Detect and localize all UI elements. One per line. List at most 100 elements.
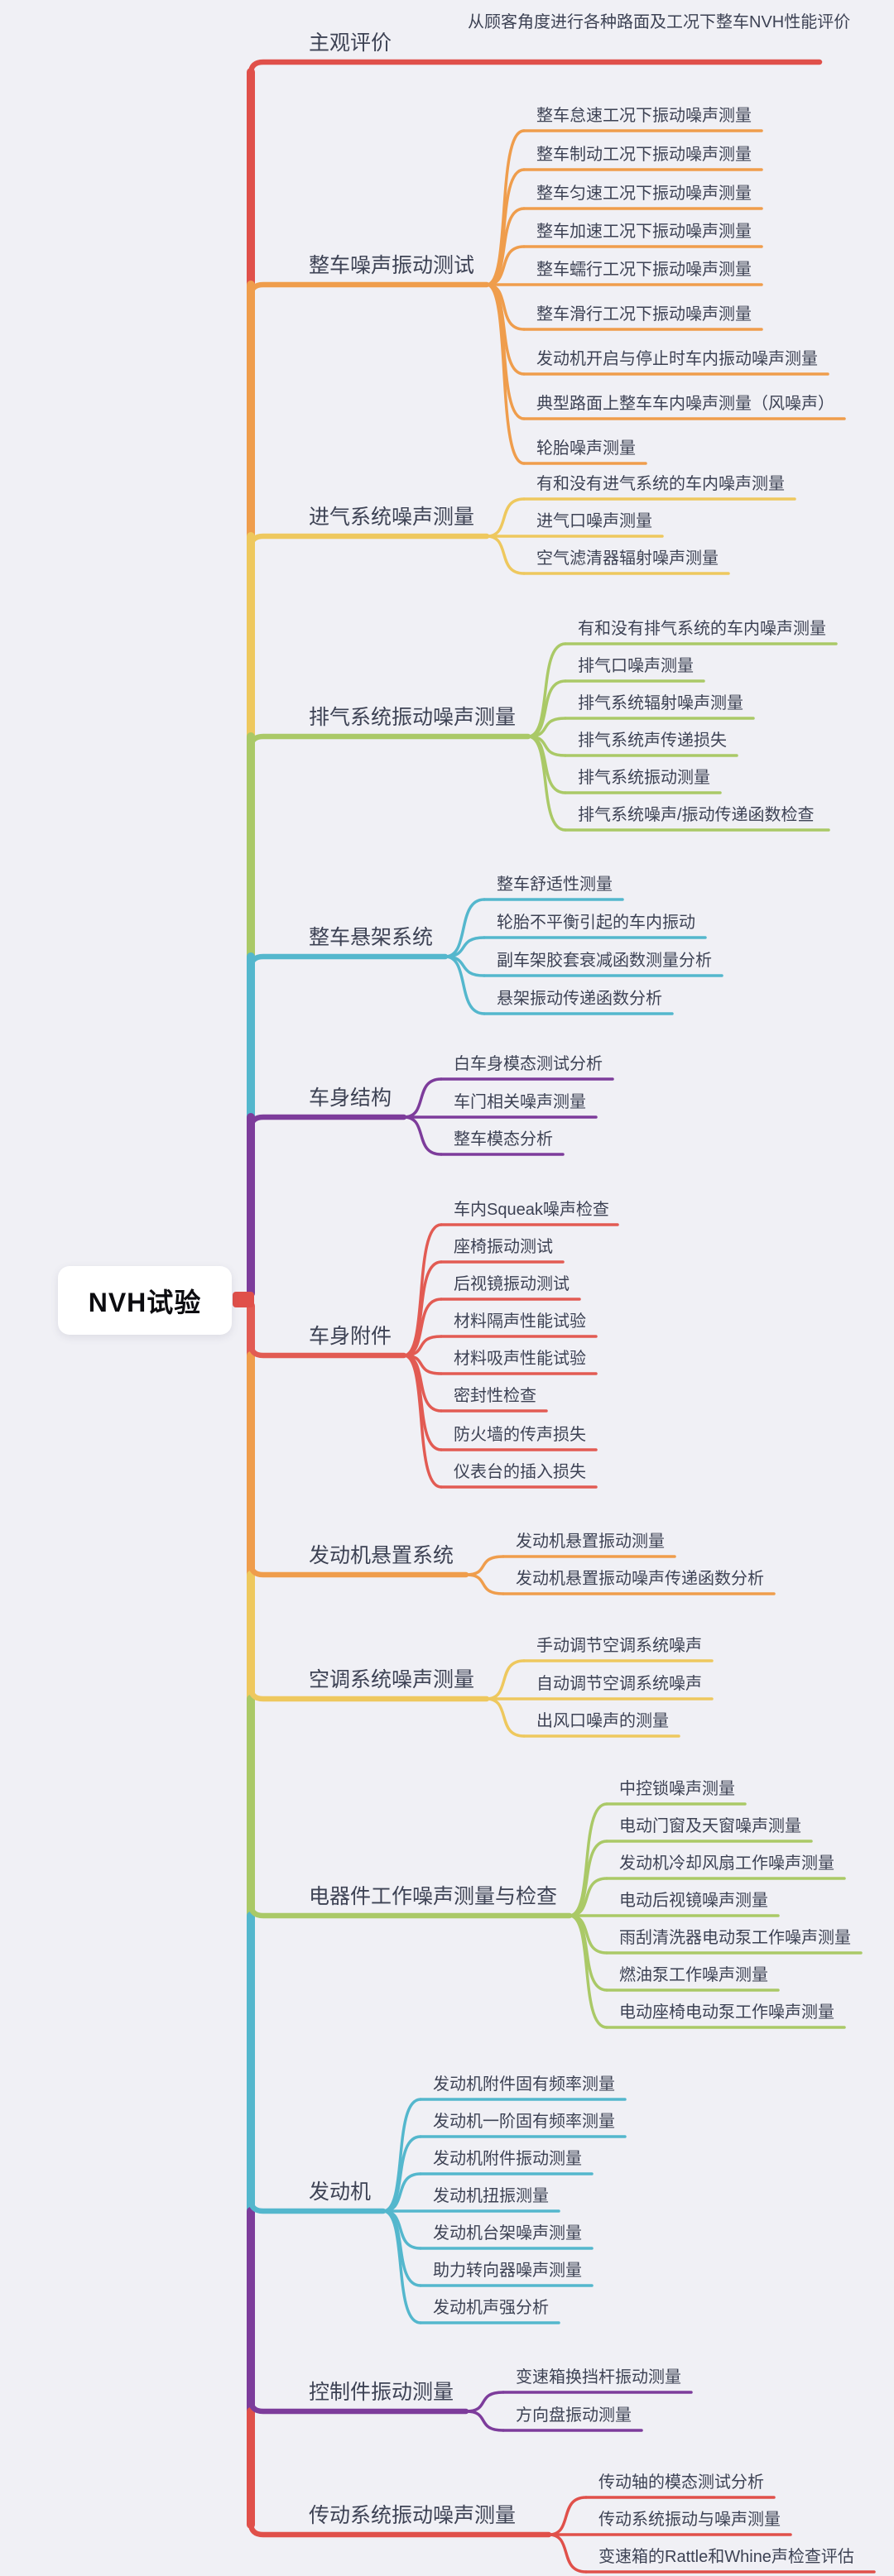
subtopic-label[interactable]: 材料吸声性能试验 (454, 1350, 586, 1368)
subtopic-label[interactable]: 后视镜振动测试 (454, 1275, 570, 1293)
branch-line (402, 1115, 443, 1156)
branch-line (568, 1877, 608, 1917)
subtopic-label[interactable]: 悬架振动传递函数分析 (497, 990, 662, 1008)
subtopic-label[interactable]: 车门相关噪声测量 (454, 1093, 586, 1111)
topic-label-b4[interactable]: 排气系统振动噪声测量 (309, 706, 517, 729)
subtopic-label[interactable]: 传动系统振动与噪声测量 (598, 2511, 781, 2529)
subtopic-label[interactable]: 发动机悬置振动测量 (516, 1533, 665, 1551)
subtopic-label[interactable]: 排气系统声传递损失 (578, 732, 727, 750)
branch-line (382, 2098, 422, 2213)
subtopic-label[interactable]: 排气系统振动测量 (578, 769, 710, 787)
branch-line (382, 2209, 422, 2250)
branch-line (568, 1914, 608, 1955)
branch-line (248, 2196, 387, 2214)
subtopic-label[interactable]: 防火墙的传声损失 (454, 1426, 586, 1444)
branch-line (485, 535, 526, 575)
subtopic-label[interactable]: 电动门窗及天窗噪声测量 (619, 1817, 801, 1835)
branch-line (248, 2396, 469, 2415)
topic-label-b8[interactable]: 发动机悬置系统 (309, 1544, 454, 1567)
topic-label-b7[interactable]: 车身附件 (309, 1325, 392, 1348)
subtopic-label[interactable]: 电动后视镜噪声测量 (619, 1892, 768, 1910)
subtopic-label[interactable]: 整车匀速工况下振动噪声测量 (536, 185, 752, 203)
subtopic-label[interactable]: 车内Squeak噪声检查 (454, 1201, 609, 1219)
subtopic-label[interactable]: 整车怠速工况下振动噪声测量 (536, 107, 752, 125)
branch-line (526, 679, 567, 738)
subtopic-label[interactable]: 变速箱换挡杆振动测量 (516, 2368, 681, 2387)
branch-line (485, 1659, 526, 1701)
subtopic-label[interactable]: 发动机悬置振动噪声传递函数分析 (516, 1570, 764, 1588)
subtopic-label[interactable]: 排气口噪声测量 (578, 657, 694, 675)
topic-label-b6[interactable]: 车身结构 (309, 1087, 392, 1110)
subtopic-label[interactable]: 助力转向器噪声测量 (433, 2262, 582, 2280)
topic-label-b10[interactable]: 电器件工作噪声测量与检查 (309, 1885, 558, 1908)
subtopic-label[interactable]: 整车加速工况下振动噪声测量 (536, 223, 752, 241)
topic-label-b13[interactable]: 传动系统振动噪声测量 (309, 2504, 517, 2527)
topic-label-b2[interactable]: 整车噪声振动测试 (309, 254, 475, 277)
branch-line (402, 1354, 443, 1489)
subtopic-label[interactable]: 发动机开启与停止时车内振动噪声测量 (536, 350, 818, 368)
topic-label-b3[interactable]: 进气系统噪声测量 (309, 506, 475, 529)
subtopic-label[interactable]: 出风口噪声的测量 (536, 1712, 669, 1730)
subtopic-label[interactable]: 轮胎噪声测量 (536, 439, 636, 458)
branch-line (248, 2520, 552, 2538)
subtopic-label[interactable]: 发动机附件固有频率测量 (433, 2075, 615, 2094)
branch-line (248, 59, 823, 77)
branch-line (444, 955, 486, 1015)
branch-line (485, 497, 526, 538)
subtopic-label[interactable]: 密封性检查 (454, 1387, 536, 1405)
subtopic-label[interactable]: 燃油泵工作噪声测量 (619, 1966, 768, 1984)
subtopic-label[interactable]: 方向盘振动测量 (516, 2406, 632, 2425)
subtopic-label[interactable]: 雨刮清洗器电动泵工作噪声测量 (619, 1929, 851, 1947)
branch-line (248, 281, 490, 300)
subtopic-label[interactable]: 电动座椅电动泵工作噪声测量 (619, 2003, 834, 2022)
branch-line (444, 898, 486, 958)
subtopic-label[interactable]: 排气系统噪声/振动传递函数检查 (578, 806, 815, 824)
subtopic-label[interactable]: 手动调节空调系统噪声 (536, 1637, 702, 1655)
branch-line (526, 735, 567, 832)
branch-line (248, 1560, 469, 1578)
branch-line (485, 283, 526, 331)
root-node[interactable]: NVH试验 (58, 1266, 232, 1335)
branch-line (248, 533, 490, 551)
subtopic-label[interactable]: 典型路面上整车车内噪声测量（风噪声） (536, 395, 834, 413)
subtopic-label[interactable]: 副车架胶套衰减函数测量分析 (497, 952, 712, 970)
subtopic-label[interactable]: 中控锁噪声测量 (619, 1780, 735, 1798)
branch-line (248, 953, 449, 971)
subtopic-label[interactable]: 传动轴的模态测试分析 (598, 2473, 764, 2492)
subtopic-label[interactable]: 自动调节空调系统噪声 (536, 1675, 702, 1693)
subtopic-label[interactable]: 发动机附件振动测量 (433, 2150, 582, 2168)
branch-line (526, 642, 567, 738)
subtopic-label[interactable]: 变速箱的Rattle和Whine声检查评估 (598, 2548, 854, 2566)
topic-label-b9[interactable]: 空调系统噪声测量 (309, 1668, 475, 1691)
subtopic-label[interactable]: 仪表台的插入损失 (454, 1463, 586, 1481)
branch-line (248, 1114, 407, 1132)
subtopic-label[interactable]: 发动机冷却风扇工作噪声测量 (619, 1854, 834, 1873)
subtopic-label[interactable]: 有和没有进气系统的车内噪声测量 (536, 475, 785, 493)
subtopic-label[interactable]: 有和没有排气系统的车内噪声测量 (578, 620, 826, 638)
subtopic-label[interactable]: 发动机台架噪声测量 (433, 2224, 582, 2243)
subtopic-label[interactable]: 座椅振动测试 (454, 1238, 553, 1256)
subtopic-note-b1[interactable]: 从顾客角度进行各种路面及工况下整车NVH性能评价 (468, 13, 851, 31)
branch-line (547, 2496, 588, 2536)
subtopic-label[interactable]: 整车模态分析 (454, 1130, 553, 1149)
subtopic-label[interactable]: 发动机一阶固有频率测量 (433, 2113, 615, 2131)
topic-label-b12[interactable]: 控制件振动测量 (309, 2381, 454, 2404)
subtopic-label[interactable]: 整车滑行工况下振动噪声测量 (536, 305, 752, 324)
subtopic-label[interactable]: 排气系统辐射噪声测量 (578, 694, 743, 712)
subtopic-label[interactable]: 轮胎不平衡引起的车内振动 (497, 914, 695, 932)
subtopic-label[interactable]: 整车舒适性测量 (497, 875, 613, 894)
topic-label-b5[interactable]: 整车悬架系统 (309, 926, 434, 949)
subtopic-label[interactable]: 材料隔声性能试验 (454, 1312, 586, 1331)
subtopic-label[interactable]: 发动机扭振测量 (433, 2187, 549, 2205)
branch-line (485, 1697, 526, 1738)
subtopic-label[interactable]: 发动机声强分析 (433, 2299, 549, 2317)
branch-line (568, 1914, 608, 2029)
topic-label-b1[interactable]: 主观评价 (309, 31, 392, 55)
subtopic-label[interactable]: 进气口噪声测量 (536, 512, 652, 530)
topic-label-b11[interactable]: 发动机 (309, 2180, 372, 2204)
subtopic-label[interactable]: 空气滤清器辐射噪声测量 (536, 549, 719, 568)
subtopic-label[interactable]: 白车身模态测试分析 (454, 1055, 603, 1073)
subtopic-label[interactable]: 整车制动工况下振动噪声测量 (536, 146, 752, 164)
subtopic-label[interactable]: 整车蠕行工况下振动噪声测量 (536, 261, 752, 279)
